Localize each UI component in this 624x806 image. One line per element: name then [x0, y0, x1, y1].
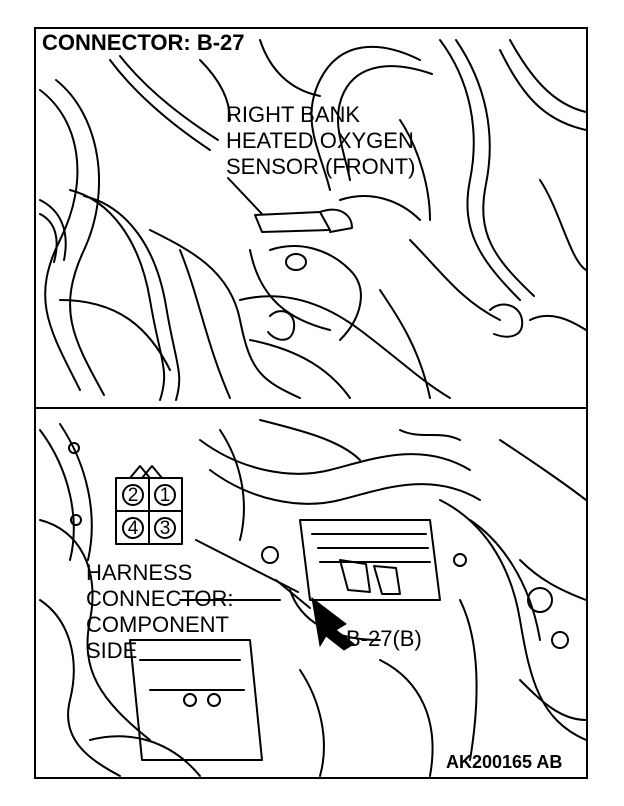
figure-frame	[34, 27, 588, 779]
connector-pin-2: 2	[122, 484, 144, 506]
sensor-callout-line: SENSOR (FRONT)	[226, 154, 416, 179]
connector-arrow	[311, 596, 355, 651]
harness-callout: HARNESS CONNECTOR: COMPONENT SIDE	[86, 560, 234, 664]
lower-engine-art	[39, 419, 587, 777]
connector-key	[129, 465, 151, 479]
figure-code: AK200165 AB	[446, 752, 563, 772]
harness-callout-line: HARNESS	[86, 560, 193, 585]
connector-label: B-27(B)	[346, 626, 422, 651]
connector-pin-3: 3	[154, 517, 176, 539]
upper-engine-art	[39, 39, 587, 401]
sensor-leader-line	[227, 177, 263, 215]
sensor-callout: RIGHT BANK HEATED OXYGEN SENSOR (FRONT)	[226, 102, 415, 180]
harness-callout-line: COMPONENT	[86, 612, 229, 637]
figure-title: CONNECTOR: B-27	[42, 30, 245, 55]
connector-pin-4: 4	[122, 517, 144, 539]
sensor-callout-line: RIGHT BANK	[226, 102, 361, 127]
connector-pin-1: 1	[154, 484, 176, 506]
harness-callout-line: CONNECTOR:	[86, 586, 234, 611]
harness-callout-line: SIDE	[86, 638, 138, 663]
harness-leader-line-2	[275, 579, 311, 609]
sensor-callout-line: HEATED OXYGEN	[226, 128, 414, 153]
